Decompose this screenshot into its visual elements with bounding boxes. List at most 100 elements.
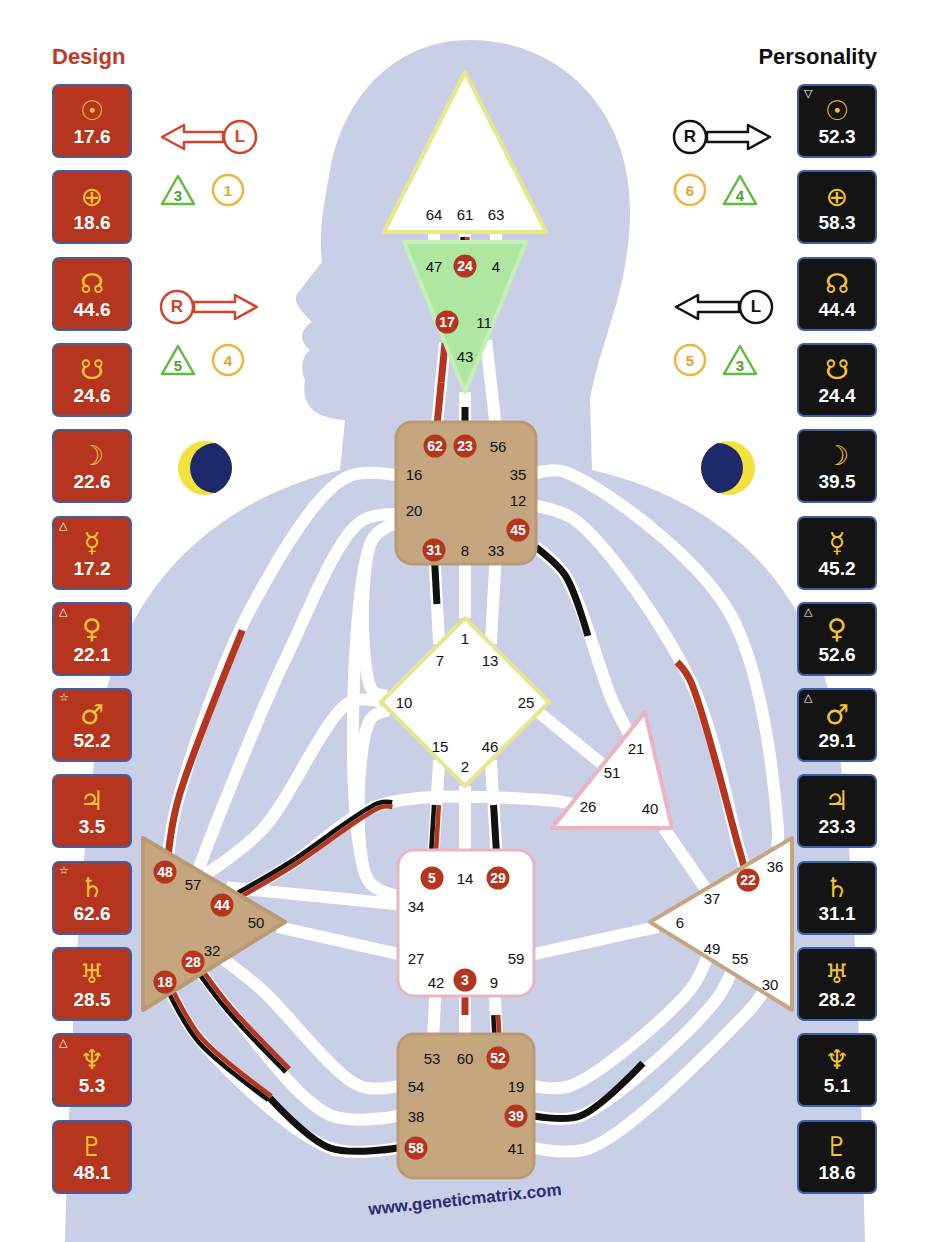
planet-glyph: ☿ [829, 527, 846, 558]
circle-outline [675, 345, 705, 375]
gate-number: 7 [436, 652, 444, 669]
active-gate: 24 [454, 255, 477, 278]
planet-glyph: ⊕ [826, 181, 849, 212]
active-gate: 28 [182, 951, 205, 974]
dignity-marker: ☆ [59, 692, 69, 704]
gate-line-number: 28.2 [819, 989, 856, 1011]
gate-line-number: 22.1 [74, 644, 111, 666]
arrow-outline [194, 295, 257, 319]
badge-value: 1 [224, 182, 232, 199]
personality-planet-box: ☋24.4 [797, 343, 877, 417]
personality-planet-box: ▽☉52.3 [797, 84, 877, 158]
circle-badge: 6 [672, 173, 708, 207]
gate-line-number: 31.1 [819, 903, 856, 925]
channel [664, 828, 706, 889]
dignity-marker: ☆ [59, 865, 69, 877]
circle-badge: 1 [210, 173, 246, 207]
channel-group [168, 232, 778, 1152]
triangle-badge: 5 [160, 343, 196, 377]
channel [437, 343, 445, 422]
channel [202, 974, 398, 1120]
activation-stripe [436, 805, 439, 850]
channel [536, 506, 744, 866]
triangle-outline [724, 346, 756, 374]
arrow-circle [161, 291, 193, 323]
arrow-circle [224, 121, 256, 153]
badge-value: 5 [174, 357, 182, 374]
energy-center: 536052541938395841 [398, 1034, 534, 1178]
activation-stripe [168, 630, 242, 853]
activation-stripe [173, 991, 271, 1096]
planet-glyph: ☊ [825, 268, 849, 299]
gate-number: 60 [457, 1050, 474, 1067]
body-silhouette [65, 40, 865, 1242]
gate-line-number: 52.2 [74, 730, 111, 752]
active-gate: 48 [154, 861, 177, 884]
activation-stripe [435, 564, 437, 604]
gate-line-number: 52.3 [819, 126, 856, 148]
design-planet-box: ☆♄62.6 [52, 861, 132, 935]
personality-planet-box: △♀52.6 [797, 602, 877, 676]
gate-line-number: 39.5 [819, 471, 856, 493]
personality-planet-box: ☽39.5 [797, 429, 877, 503]
planet-glyph: ☋ [825, 354, 849, 385]
personality-planet-box: ☊44.4 [797, 257, 877, 331]
design-planet-box: △♀22.1 [52, 602, 132, 676]
gate-line-number: 45.2 [819, 558, 856, 580]
gate-number: 46 [482, 738, 499, 755]
planet-glyph: ♂ [825, 699, 849, 730]
gate-number: 56 [490, 438, 507, 455]
gate-number: 51 [604, 764, 621, 781]
gate-line-number: 58.3 [819, 212, 856, 234]
gate-line-number: 17.2 [74, 558, 111, 580]
planet-glyph: ♇ [80, 1131, 104, 1162]
circle-badge: 5 [672, 343, 708, 377]
planet-glyph: ♃ [825, 785, 849, 816]
gate-number: 32 [204, 942, 221, 959]
arrow-badge: R [670, 117, 774, 157]
design-planet-box: ☆ ♂52.2 [52, 688, 132, 762]
center-shape [404, 242, 526, 392]
active-gate: 52 [487, 1047, 510, 1070]
arrow-outline [707, 125, 770, 149]
badge-value: 4 [736, 187, 744, 204]
gate-number: 57 [185, 876, 202, 893]
gate-number: 47 [426, 258, 443, 275]
dignity-marker: △ [59, 520, 67, 532]
activation-stripe [238, 802, 392, 893]
planet-glyph: ♅ [80, 958, 104, 989]
planet-glyph: ♂ [80, 699, 104, 730]
activation-stripe [462, 996, 469, 1015]
center-shape [398, 850, 534, 996]
gate-line-number: 24.4 [819, 385, 856, 407]
gate-number: 11 [476, 314, 492, 331]
gate-number: 36 [767, 858, 784, 875]
active-gate: 44 [211, 894, 234, 917]
gate-line-number: 44.4 [819, 299, 856, 321]
personality-planet-box: ⊕58.3 [797, 170, 877, 244]
gate-number: 27 [408, 950, 425, 967]
activation-stripe [498, 1015, 499, 1034]
planet-glyph: ☽ [80, 440, 104, 471]
arrow-circle [740, 291, 772, 323]
activation-stripe [494, 805, 497, 850]
channel [534, 972, 731, 1118]
gate-number: 33 [488, 542, 505, 559]
badge-value: 3 [174, 187, 182, 204]
personality-planet-box: ♇18.6 [797, 1120, 877, 1194]
channel [435, 564, 439, 644]
active-gate: 62 [424, 435, 447, 458]
active-gate: 22 [737, 869, 760, 892]
gate-line-number: 48.1 [74, 1162, 111, 1184]
channel [433, 996, 435, 1034]
energy-center: 646163 [384, 72, 546, 232]
center-shape [650, 838, 792, 1010]
active-gate: 45 [507, 519, 530, 542]
center-shape [143, 838, 285, 1010]
gate-number: 41 [508, 1140, 525, 1157]
active-gate: 17 [436, 311, 459, 334]
channel [224, 960, 398, 1089]
gate-number: 40 [642, 800, 659, 817]
circle-outline [213, 175, 243, 205]
badge-value: L [235, 127, 245, 147]
